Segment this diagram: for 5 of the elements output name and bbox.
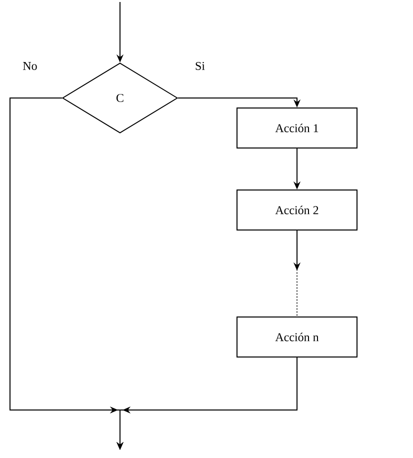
process-box: Acción 1 <box>236 108 358 148</box>
edge-label: Si <box>194 60 206 72</box>
process-box: Acción n <box>236 316 358 358</box>
process-box: Acción 2 <box>236 190 358 230</box>
edge-label: No <box>22 61 38 71</box>
